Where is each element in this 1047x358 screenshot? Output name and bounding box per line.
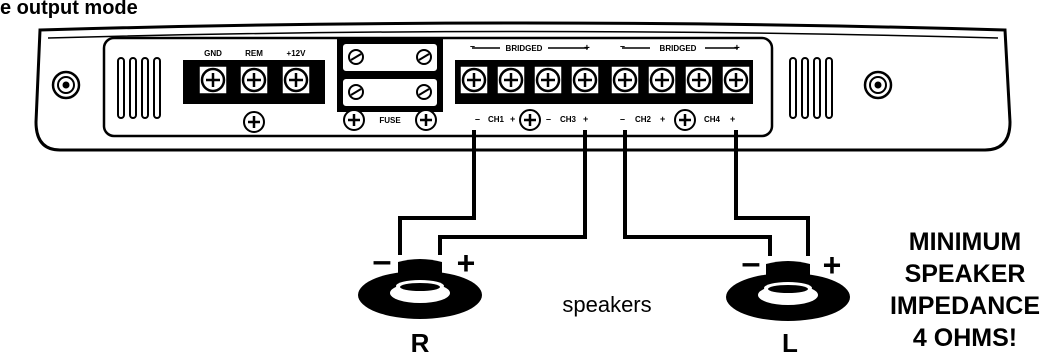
speaker-terminal-screw-icon-1	[459, 65, 489, 95]
ch3-plus: +	[583, 114, 588, 124]
left-mount-screw-icon	[51, 70, 81, 100]
fuse-bottom-icon	[348, 84, 432, 100]
speaker-terminal-screw-icon-5	[610, 65, 640, 95]
speaker-terminal-screw-icon-4	[570, 65, 600, 95]
fuse-right-screw-icon	[415, 109, 437, 131]
wire-r-minus	[398, 130, 476, 255]
fuse-label: FUSE	[379, 116, 401, 125]
page-title: e output mode	[0, 0, 138, 19]
r-plus-sign: +	[457, 245, 476, 281]
bridged-a-label: BRIDGED	[506, 44, 543, 53]
right-speaker-icon	[358, 259, 482, 319]
rem-label: REM	[245, 49, 263, 58]
bridged-a-minus: –	[470, 41, 475, 51]
impedance-notice: MINIMUM SPEAKER IMPEDANCE 4 OHMS!	[890, 228, 1040, 352]
speaker-terminal-screw-icon-7	[684, 65, 714, 95]
bridged-b-label: BRIDGED	[660, 44, 697, 53]
bridged-a-plus: +	[584, 43, 590, 54]
gnd-label: GND	[204, 49, 222, 58]
bridged-b-plus: +	[734, 43, 740, 54]
ch4-plus: +	[730, 114, 735, 124]
speaker-terminal-screw-icon-8	[721, 65, 751, 95]
speaker-terminal-screw-icon-2	[496, 65, 526, 95]
power-terminal-screw-icon-2	[239, 65, 269, 95]
wire-r-plus	[438, 130, 587, 255]
ch4-label: CH4	[704, 115, 721, 124]
plus12v-label: +12V	[287, 49, 307, 58]
left-vent-icon	[117, 57, 161, 119]
ch2-ch4-ground-screw-icon	[674, 109, 696, 131]
speaker-wires	[398, 130, 810, 256]
l-plus-sign: +	[823, 247, 842, 283]
speaker-terminal-block: – BRIDGED + – BRIDGED + – CH1 + – CH3 + …	[455, 41, 753, 131]
ch2-plus: +	[660, 114, 665, 124]
speaker-terminal-screw-icon-3	[533, 65, 563, 95]
speaker-terminal-screw-icon-6	[647, 65, 677, 95]
notice-line-4: 4 OHMS!	[913, 324, 1017, 352]
wire-l-plus	[734, 130, 810, 256]
power-terminal-block: GND REM +12V	[183, 49, 325, 133]
ch2-minus: –	[620, 114, 625, 124]
notice-line-3: IMPEDANCE	[890, 292, 1040, 320]
ch3-label: CH3	[560, 115, 577, 124]
power-terminal-screw-icon-1	[198, 65, 228, 95]
fuse-left-screw-icon	[343, 109, 365, 131]
ch1-ch3-ground-screw-icon	[519, 109, 541, 131]
wire-l-minus	[623, 130, 772, 256]
l-minus-sign: –	[742, 244, 761, 282]
left-speaker-icon	[726, 261, 850, 321]
fuse-block: FUSE	[337, 38, 443, 131]
ch1-minus: –	[475, 114, 480, 124]
ch3-minus: –	[546, 114, 551, 124]
right-vent-icon	[789, 57, 833, 119]
notice-line-2: SPEAKER	[905, 260, 1026, 288]
bridged-b-minus: –	[620, 41, 625, 51]
speakers-caption: speakers	[562, 292, 651, 317]
notice-line-1: MINIMUM	[909, 228, 1021, 256]
ch1-label: CH1	[488, 115, 505, 124]
right-mount-screw-icon	[863, 70, 893, 100]
power-terminal-screw-icon-3	[281, 65, 311, 95]
left-speaker-label: L	[782, 328, 798, 358]
ch1-plus: +	[510, 114, 515, 124]
ch2-label: CH2	[635, 115, 652, 124]
fuse-top-icon	[348, 49, 432, 65]
r-minus-sign: –	[373, 242, 392, 280]
ground-screw-icon	[243, 111, 265, 133]
right-speaker-label: R	[411, 328, 430, 358]
